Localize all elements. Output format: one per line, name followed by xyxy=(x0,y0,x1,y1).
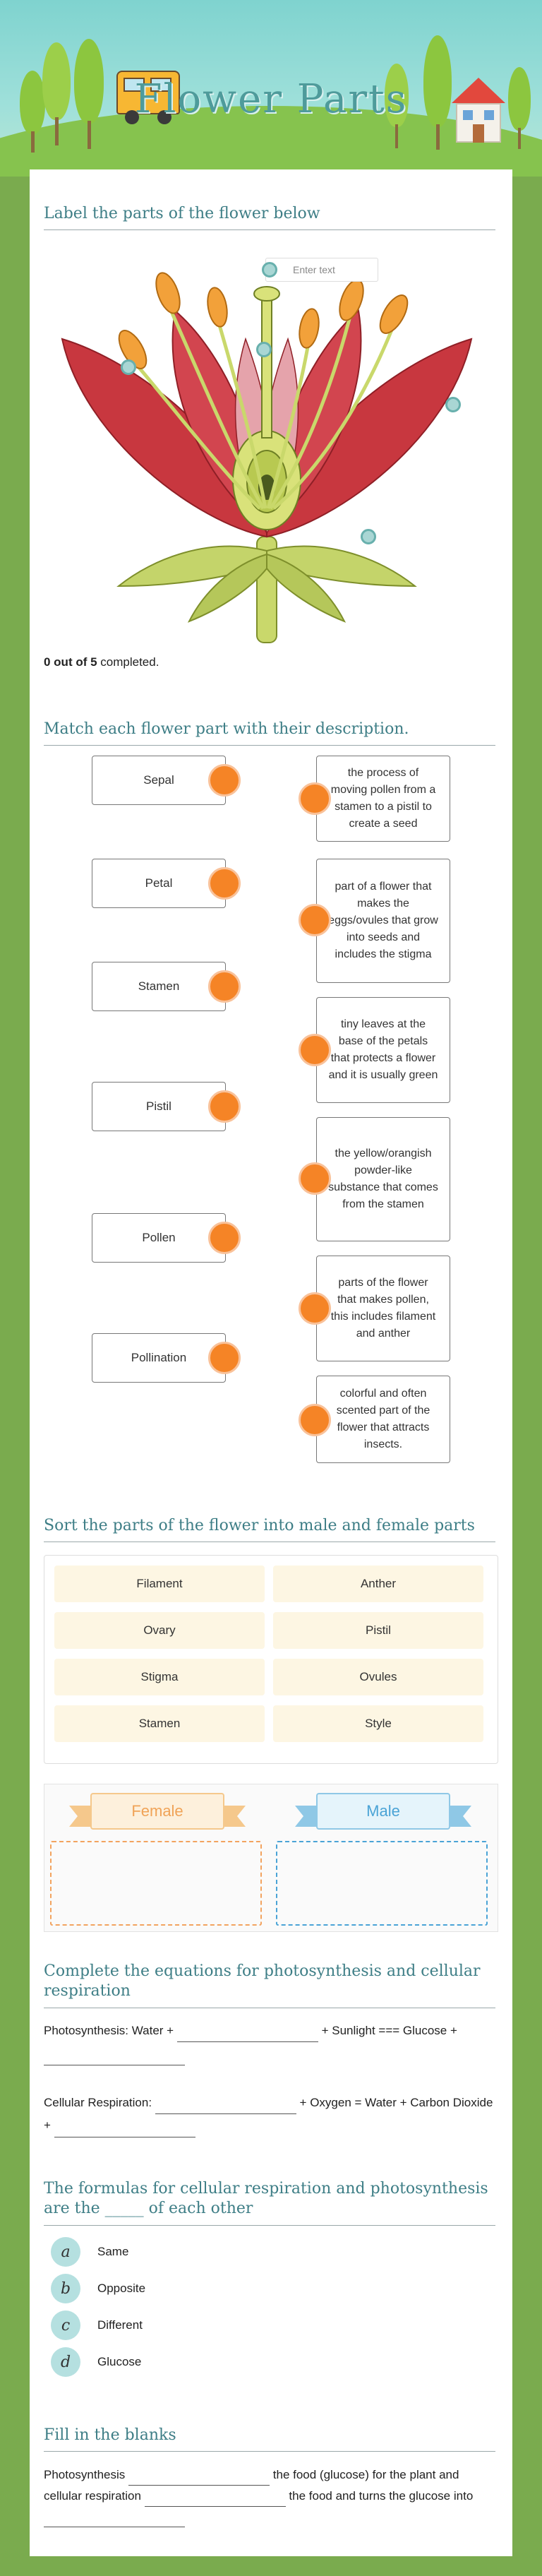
respiration-equation: Cellular Respiration: + Oxygen = Water +… xyxy=(44,2092,495,2137)
fill-blank-3[interactable] xyxy=(44,2515,185,2528)
photo-blank-1[interactable] xyxy=(176,2029,318,2043)
female-bin-label: Female xyxy=(90,1793,224,1830)
male-bin-label: Male xyxy=(316,1793,450,1830)
resp-blank-2[interactable] xyxy=(54,2125,195,2137)
match-right-connector[interactable] xyxy=(299,782,331,815)
sort-items-container: Filament Anther Ovary Pistil Stigma Ovul… xyxy=(44,1555,498,1764)
match-left-connector[interactable] xyxy=(208,764,241,797)
ribbon-tail-icon xyxy=(217,1806,246,1827)
sort-item[interactable]: Ovary xyxy=(54,1612,265,1649)
match-left-item[interactable]: Pollen xyxy=(92,1213,226,1263)
option-a-label[interactable]: Same xyxy=(97,2245,129,2258)
match-right-item[interactable]: colorful and often scented part of the f… xyxy=(316,1376,450,1463)
match-left-connector[interactable] xyxy=(208,1090,241,1123)
option-c-label[interactable]: Different xyxy=(97,2318,143,2332)
section-title-sort: Sort the parts of the flower into male a… xyxy=(44,1517,495,1542)
option-d-badge[interactable]: d xyxy=(51,2347,80,2377)
ribbon-tail-icon xyxy=(443,1806,471,1827)
label-hotspot-3[interactable] xyxy=(121,359,136,375)
fill-part-1: Photosynthesis xyxy=(44,2468,126,2481)
photo-blank-2[interactable] xyxy=(44,2053,185,2065)
match-left-connector[interactable] xyxy=(208,867,241,900)
match-right-connector[interactable] xyxy=(299,1404,331,1436)
match-left-item[interactable]: Stamen xyxy=(92,962,226,1011)
option-b-badge[interactable]: b xyxy=(51,2274,80,2303)
label-hotspot-1[interactable] xyxy=(262,262,277,278)
label-hotspot-5[interactable] xyxy=(361,529,376,544)
progress-count: 0 out of 5 xyxy=(44,655,97,669)
option-a-badge[interactable]: a xyxy=(51,2237,80,2267)
fill-blank-1[interactable] xyxy=(128,2473,270,2486)
fill-part-2: the food (glucose) for the plant and cel… xyxy=(44,2468,459,2503)
match-right-item[interactable]: the process of moving pollen from a stam… xyxy=(316,756,450,842)
sort-item[interactable]: Filament xyxy=(54,1566,265,1602)
photosynthesis-equation: Photosynthesis: Water + + Sunlight === G… xyxy=(44,2020,495,2065)
match-right-item[interactable]: part of a flower that makes the eggs/ovu… xyxy=(316,859,450,983)
worksheet: Label the parts of the flower below xyxy=(30,169,512,2556)
match-left-item[interactable]: Pollination xyxy=(92,1333,226,1383)
option-c-badge[interactable]: c xyxy=(51,2310,80,2340)
section-title-mcq: The formulas for cellular respiration an… xyxy=(44,2179,495,2226)
sort-bins: Female Male xyxy=(44,1784,498,1932)
progress-suffix: completed. xyxy=(97,655,159,669)
match-left-connector[interactable] xyxy=(208,1342,241,1374)
match-left-item[interactable]: Pistil xyxy=(92,1082,226,1131)
sort-item[interactable]: Stamen xyxy=(54,1705,265,1742)
match-left-item[interactable]: Sepal xyxy=(92,756,226,805)
fill-part-3: the food and turns the glucose into xyxy=(289,2488,474,2503)
sort-item[interactable]: Ovules xyxy=(273,1659,483,1695)
female-drop-zone[interactable] xyxy=(50,1841,262,1926)
fill-blank-paragraph: Photosynthesis the food (glucose) for th… xyxy=(44,2464,498,2528)
section-title-label: Label the parts of the flower below xyxy=(44,205,495,230)
section-title-match: Match each flower part with their descri… xyxy=(44,720,495,746)
option-b-label[interactable]: Opposite xyxy=(97,2282,146,2295)
photo-middle: + Sunlight === Glucose + xyxy=(321,2024,457,2037)
resp-middle: + Oxygen = Water + Carbon Dioxide + xyxy=(44,2096,493,2133)
page-title: Flower Parts xyxy=(134,76,408,122)
match-left-connector[interactable] xyxy=(208,1222,241,1254)
male-drop-zone[interactable] xyxy=(276,1841,488,1926)
resp-prefix: Cellular Respiration: xyxy=(44,2096,152,2109)
section-title-equations: Complete the equations for photosynthesi… xyxy=(44,1962,495,2008)
match-right-connector[interactable] xyxy=(299,1292,331,1325)
house-icon xyxy=(452,78,505,148)
match-right-connector[interactable] xyxy=(299,904,331,936)
section-title-fill: Fill in the blanks xyxy=(44,2426,495,2452)
sort-item[interactable]: Style xyxy=(273,1705,483,1742)
match-right-connector[interactable] xyxy=(299,1162,331,1195)
match-right-item[interactable]: the yellow/orangish powder-like substanc… xyxy=(316,1117,450,1241)
label-hotspot-4[interactable] xyxy=(445,397,461,412)
match-left-item[interactable]: Petal xyxy=(92,859,226,908)
match-right-item[interactable]: tiny leaves at the base of the petals th… xyxy=(316,997,450,1103)
option-d-label[interactable]: Glucose xyxy=(97,2355,142,2368)
resp-blank-1[interactable] xyxy=(155,2101,296,2115)
header-banner: Flower Parts xyxy=(0,0,542,177)
photo-prefix: Photosynthesis: Water + xyxy=(44,2024,174,2037)
school-bus-icon xyxy=(116,71,180,126)
match-right-connector[interactable] xyxy=(299,1034,331,1066)
flower-diagram xyxy=(61,272,473,643)
sort-item[interactable]: Pistil xyxy=(273,1612,483,1649)
match-right-item[interactable]: parts of the flower that makes pollen, t… xyxy=(316,1256,450,1361)
progress-text: 0 out of 5 completed. xyxy=(44,655,159,669)
match-left-connector[interactable] xyxy=(208,970,241,1003)
label-hotspot-2[interactable] xyxy=(256,342,272,357)
fill-blank-2[interactable] xyxy=(144,2494,286,2507)
label-input[interactable]: Enter text xyxy=(265,258,378,282)
sort-item[interactable]: Anther xyxy=(273,1566,483,1602)
sort-item[interactable]: Stigma xyxy=(54,1659,265,1695)
